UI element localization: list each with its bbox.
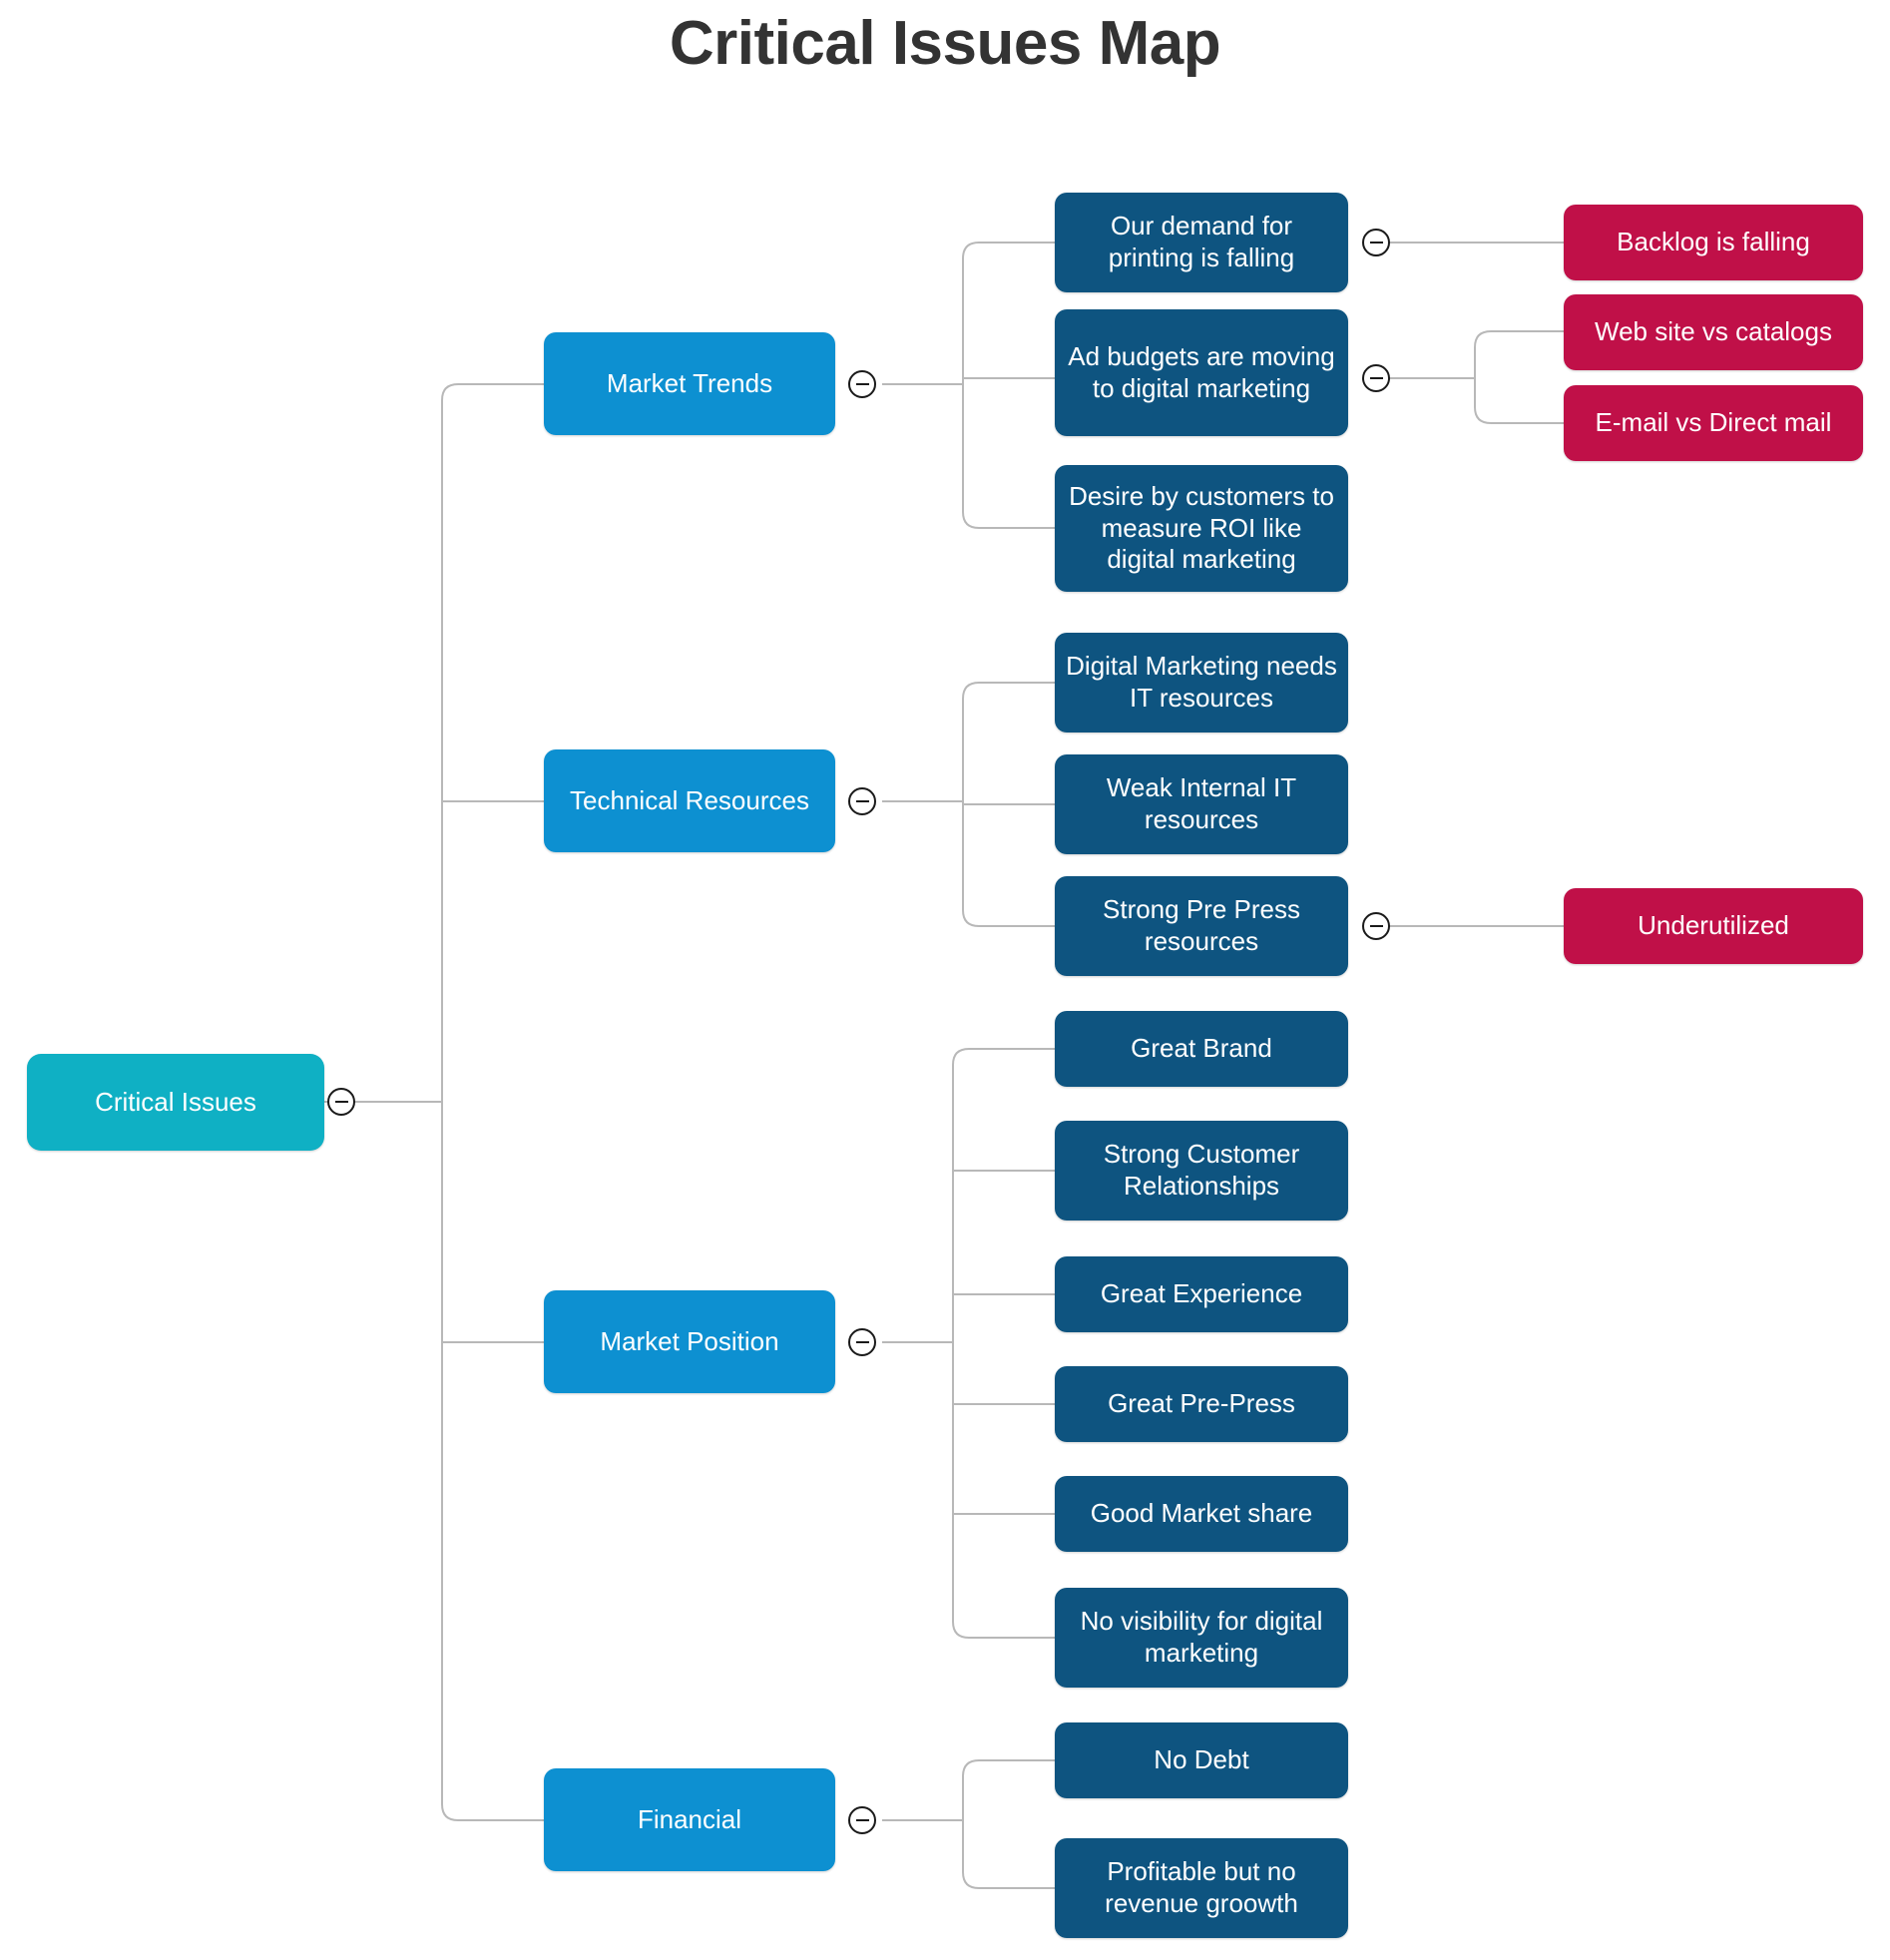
node-sub-backlog-is-falling[interactable]: Backlog is falling xyxy=(1564,205,1863,280)
minus-circle-icon xyxy=(1369,377,1383,379)
node-leaf-profitable-but-no-revenue-growth[interactable]: Profitable but no revenue groowth xyxy=(1055,1838,1348,1938)
node-label: Underutilized xyxy=(1638,910,1789,941)
node-label: Market Trends xyxy=(606,367,773,398)
connector-mp-spine xyxy=(952,1048,1055,1639)
connector-fin-spine xyxy=(962,1759,1055,1889)
node-label: Strong Pre Press resources xyxy=(1103,894,1300,956)
node-label: Technical Resources xyxy=(570,784,809,815)
node-leaf-digital-marketing-needs-it-resources[interactable]: Digital Marketing needs IT resources xyxy=(1055,633,1348,733)
node-root-critical-issues[interactable]: Critical Issues xyxy=(27,1054,324,1151)
node-sub-underutilized[interactable]: Underutilized xyxy=(1564,888,1863,964)
page-title: Critical Issues Map xyxy=(0,8,1890,79)
toggle-leaf-strong-pre-press-resources[interactable] xyxy=(1362,912,1390,940)
node-label: Weak Internal IT resources xyxy=(1106,772,1297,834)
toggle-branch-market-trends[interactable] xyxy=(848,370,876,398)
node-label: Critical Issues xyxy=(95,1086,256,1117)
node-leaf-strong-customer-relationships[interactable]: Strong Customer Relationships xyxy=(1055,1121,1348,1221)
node-label: Great Brand xyxy=(1131,1033,1272,1064)
minus-circle-icon xyxy=(1369,242,1383,244)
toggle-branch-technical-resources[interactable] xyxy=(848,787,876,815)
node-label: Market Position xyxy=(600,1325,779,1356)
connector-root-spine xyxy=(441,383,552,1821)
toggle-branch-financial[interactable] xyxy=(848,1806,876,1834)
minus-circle-icon xyxy=(855,1819,869,1821)
node-leaf-great-pre-press[interactable]: Great Pre-Press xyxy=(1055,1366,1348,1442)
connector-tr-spine xyxy=(962,682,1055,927)
minus-circle-icon xyxy=(855,383,869,385)
node-label: Profitable but no revenue groowth xyxy=(1105,1856,1298,1918)
connector-mt-spine xyxy=(962,242,1055,529)
toggle-leaf-ad-budgets[interactable] xyxy=(1362,364,1390,392)
node-branch-financial[interactable]: Financial xyxy=(544,1768,835,1871)
node-label: E-mail vs Direct mail xyxy=(1595,407,1832,438)
page-title-text: Critical Issues Map xyxy=(669,9,1221,78)
node-label: Ad budgets are moving to digital marketi… xyxy=(1068,340,1335,403)
node-label: Desire by customers to measure ROI like … xyxy=(1069,480,1334,575)
node-leaf-weak-internal-it-resources[interactable]: Weak Internal IT resources xyxy=(1055,754,1348,854)
node-leaf-great-experience[interactable]: Great Experience xyxy=(1055,1256,1348,1332)
toggle-branch-market-position[interactable] xyxy=(848,1328,876,1356)
node-leaf-ad-budgets-are-moving-to-digital-marketing[interactable]: Ad budgets are moving to digital marketi… xyxy=(1055,309,1348,436)
node-branch-market-position[interactable]: Market Position xyxy=(544,1290,835,1393)
node-label: Our demand for printing is falling xyxy=(1108,211,1295,272)
node-sub-email-vs-direct-mail[interactable]: E-mail vs Direct mail xyxy=(1564,385,1863,461)
minus-circle-icon xyxy=(855,800,869,802)
node-sub-web-site-vs-catalogs[interactable]: Web site vs catalogs xyxy=(1564,294,1863,370)
node-label: Great Experience xyxy=(1100,1278,1303,1309)
toggle-root-critical-issues[interactable] xyxy=(327,1088,355,1116)
minus-circle-icon xyxy=(855,1341,869,1343)
minus-circle-icon xyxy=(334,1101,348,1103)
connector-ad-spine xyxy=(1474,330,1564,424)
toggle-leaf-our-demand-for-printing-is-falling[interactable] xyxy=(1362,229,1390,256)
node-label: No Debt xyxy=(1154,1744,1249,1775)
node-label: Good Market share xyxy=(1090,1498,1313,1529)
node-label: Web site vs catalogs xyxy=(1595,316,1832,347)
node-leaf-no-debt[interactable]: No Debt xyxy=(1055,1722,1348,1798)
minus-circle-icon xyxy=(1369,925,1383,927)
node-label: Great Pre-Press xyxy=(1108,1388,1295,1419)
node-leaf-strong-pre-press-resources[interactable]: Strong Pre Press resources xyxy=(1055,876,1348,976)
node-leaf-desire-by-customers-to-measure-roi[interactable]: Desire by customers to measure ROI like … xyxy=(1055,465,1348,592)
node-label: Digital Marketing needs IT resources xyxy=(1066,651,1337,713)
node-leaf-our-demand-for-printing-is-falling[interactable]: Our demand for printing is falling xyxy=(1055,193,1348,292)
node-label: Strong Customer Relationships xyxy=(1103,1139,1300,1201)
node-label: Backlog is falling xyxy=(1617,227,1810,257)
node-branch-technical-resources[interactable]: Technical Resources xyxy=(544,749,835,852)
node-branch-market-trends[interactable]: Market Trends xyxy=(544,332,835,435)
node-label: Financial xyxy=(637,1803,742,1834)
node-leaf-great-brand[interactable]: Great Brand xyxy=(1055,1011,1348,1087)
node-label: No visibility for digital marketing xyxy=(1080,1606,1323,1668)
node-leaf-no-visibility-for-digital-marketing[interactable]: No visibility for digital marketing xyxy=(1055,1588,1348,1688)
node-leaf-good-market-share[interactable]: Good Market share xyxy=(1055,1476,1348,1552)
